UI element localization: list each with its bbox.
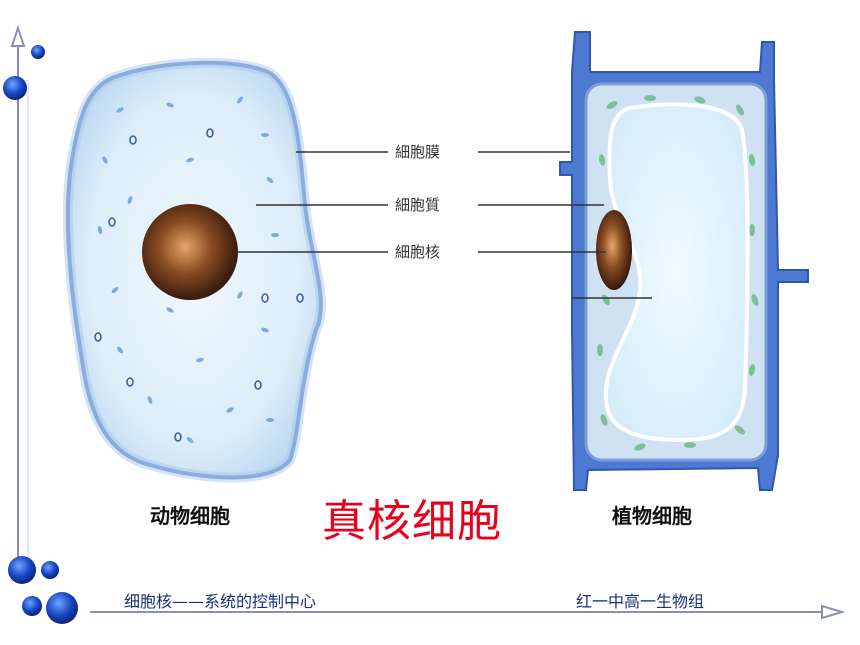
label-cytoplasm: 細胞質 <box>395 196 441 214</box>
footer-rule <box>90 604 846 620</box>
plant-nucleus <box>596 210 632 290</box>
footer-right-text: 红一中高一生物组 <box>576 592 705 611</box>
animal-nucleus <box>142 204 238 300</box>
plant-cell <box>559 31 809 491</box>
caption-plant-cell: 植物细胞 <box>612 504 692 528</box>
left-border-decoration <box>10 24 29 575</box>
label-nucleus: 細胞核 <box>395 243 441 261</box>
footer-left-text: 细胞核——系统的控制中心 <box>124 592 317 611</box>
title-eukaryotic-cell: 真核细胞 <box>322 496 502 547</box>
animal-organelles <box>97 96 279 443</box>
caption-animal-cell: 动物细胞 <box>150 504 230 528</box>
animal-cell <box>62 57 326 483</box>
label-membrane: 細胞膜 <box>395 143 441 161</box>
chloroplasts <box>597 95 759 451</box>
leader-lines <box>236 151 652 299</box>
decor-ball <box>3 45 78 624</box>
